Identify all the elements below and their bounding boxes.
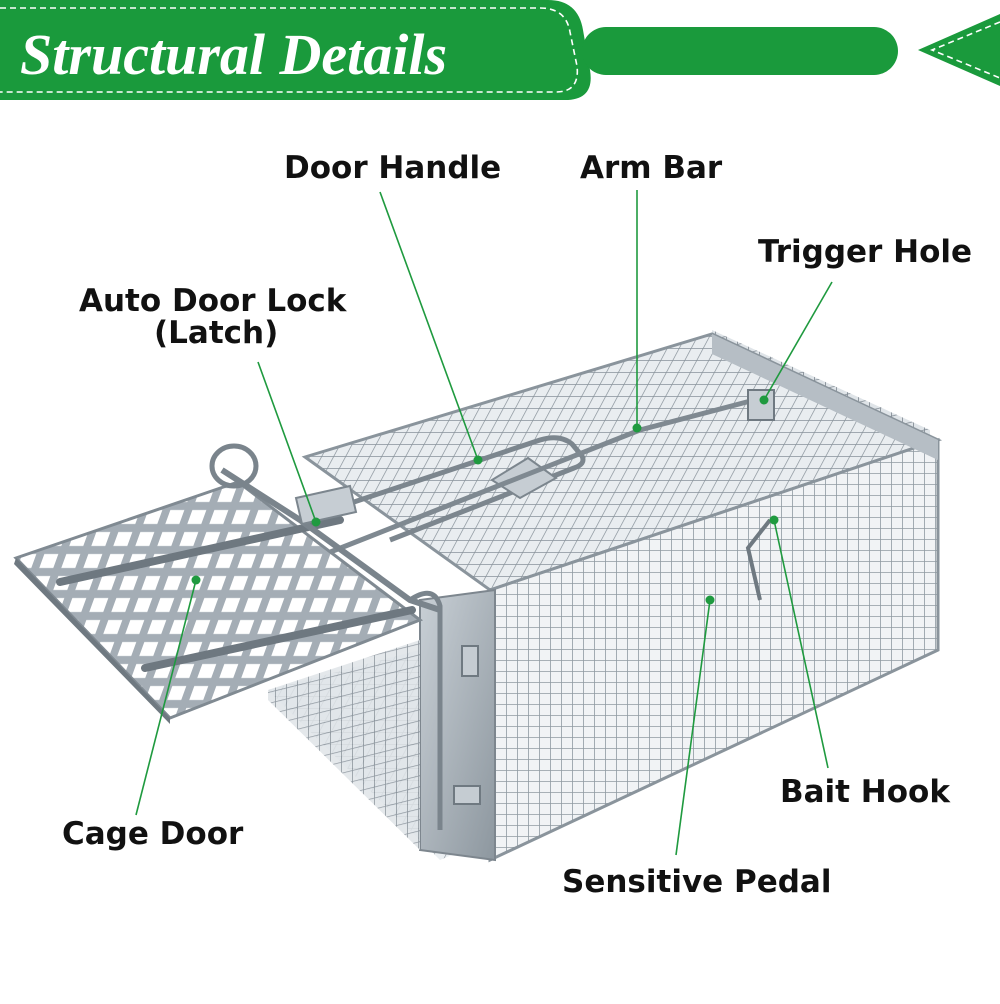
leader-auto-door-lock <box>257 361 317 523</box>
leader-lines <box>135 190 833 856</box>
label-arm-bar: Arm Bar <box>580 150 723 186</box>
banner-left-shape <box>0 0 591 100</box>
dot-arm-bar <box>632 423 642 433</box>
leader-sensitive-pedal <box>675 599 711 856</box>
trigger-hole-bracket <box>747 389 775 421</box>
label-trigger-hole: Trigger Hole <box>758 234 972 270</box>
door-rod-2 <box>141 606 416 672</box>
door-handle-rod <box>299 435 586 543</box>
dot-trigger-hole <box>759 395 769 405</box>
banner-stripe <box>582 27 898 75</box>
leader-cage-door <box>135 579 197 816</box>
dot-bait-hook <box>769 515 779 525</box>
latch-plate <box>294 484 358 526</box>
latch-rod <box>220 467 441 613</box>
door-frame <box>419 588 496 862</box>
label-bait-hook: Bait Hook <box>780 774 951 810</box>
part-labels: Door Handle Arm Bar Trigger Hole Auto Do… <box>62 150 972 900</box>
title-banner: Structural Details <box>0 0 1000 100</box>
label-auto-door-lock-line2: (Latch) <box>154 315 278 351</box>
label-sensitive-pedal: Sensitive Pedal <box>562 864 831 900</box>
leader-trigger-hole <box>763 281 833 401</box>
leader-bait-hook <box>773 519 829 769</box>
label-door-handle: Door Handle <box>284 150 501 186</box>
dot-cage-door <box>191 575 201 585</box>
cage-left-mesh <box>268 640 420 850</box>
dot-door-handle <box>473 455 483 465</box>
door-rod-1 <box>56 516 344 586</box>
leader-door-handle <box>379 191 479 461</box>
label-auto-door-lock-line1: Auto Door Lock <box>79 283 348 319</box>
banner-title: Structural Details <box>20 22 447 87</box>
cage-door-edge <box>14 558 170 724</box>
frame-clip-bottom <box>453 785 481 805</box>
cage-end-panel <box>712 334 938 460</box>
dot-sensitive-pedal <box>705 595 715 605</box>
latch-loop <box>209 443 259 489</box>
latch-hinge <box>408 590 443 830</box>
cage-illustration <box>13 330 943 863</box>
banner-arrow <box>918 14 1000 86</box>
frame-clip-top <box>461 645 479 677</box>
label-cage-door: Cage Door <box>62 816 244 852</box>
bait-hook-wire <box>745 518 772 601</box>
banner-dashed-border <box>0 7 579 93</box>
dot-auto-door-lock <box>311 517 321 527</box>
